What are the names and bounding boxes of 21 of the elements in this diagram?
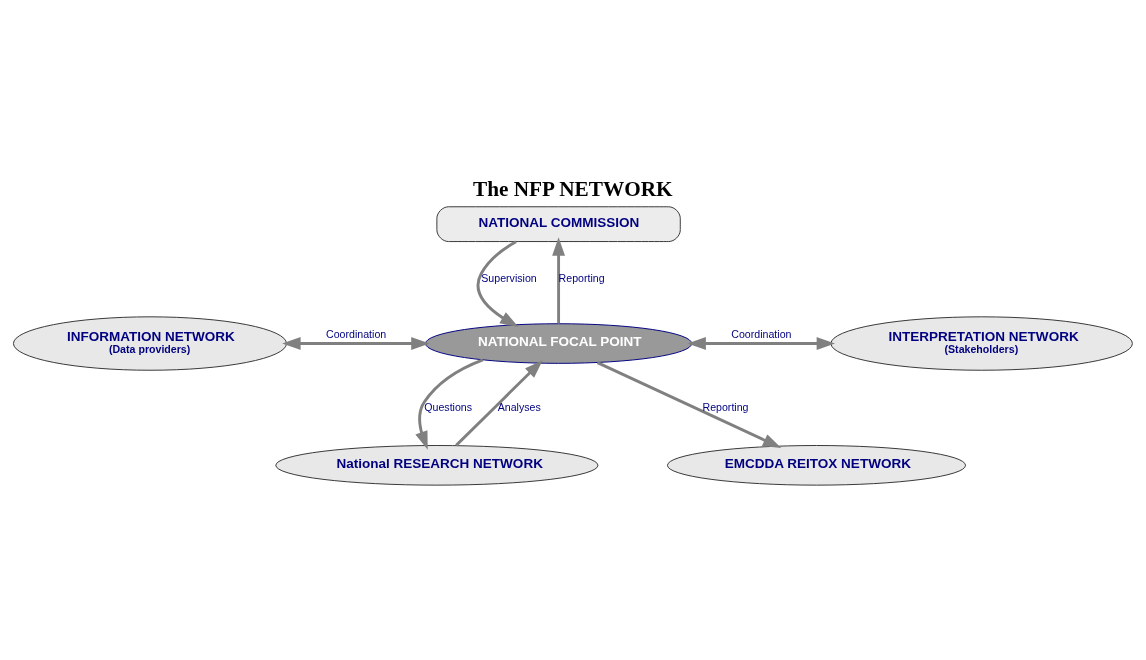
- arrow: [552, 236, 566, 323]
- node-ellipse: NATIONAL FOCAL POINT: [425, 322, 693, 364]
- edge-label: Supervision: [481, 271, 537, 284]
- edge-label: Questions: [424, 400, 473, 413]
- arrow: [596, 360, 782, 448]
- edge-label: Coordination: [731, 327, 792, 340]
- edge-label: Reporting: [702, 400, 749, 413]
- edge-label: Analyses: [497, 400, 541, 413]
- node-ellipse: INTERPRETATION NETWORK (Stakeholders): [830, 315, 1133, 371]
- arrow: [476, 239, 519, 327]
- arrow: [455, 359, 543, 446]
- edge-label: Coordination: [326, 327, 387, 340]
- node-ellipse: INFORMATION NETWORK (Data providers): [12, 315, 287, 371]
- edge-label: Reporting: [558, 271, 605, 284]
- arrow: [415, 358, 484, 450]
- arrow: [282, 336, 430, 350]
- node-box: NATIONAL COMMISSION: [436, 205, 681, 242]
- diagram-title: The NFP NETWORK: [473, 176, 673, 201]
- arrow: [687, 336, 836, 350]
- node-ellipse: EMCDDA REITOX NETWORK: [666, 444, 967, 486]
- node-ellipse: National RESEARCH NETWORK: [275, 444, 599, 486]
